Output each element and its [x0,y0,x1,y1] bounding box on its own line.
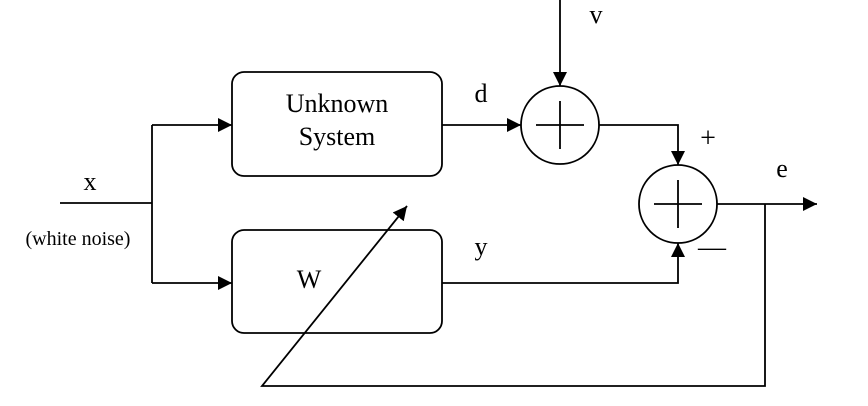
desired-label: d [475,79,488,108]
input-note: (white noise) [26,228,131,250]
input-label: x [84,167,97,196]
output-label: y [475,232,488,261]
plus-input-arrow [599,124,685,165]
noise-label: v [590,0,603,29]
unknown-system-label-line1: Unknown [286,89,389,118]
filter-label: W [297,265,322,294]
unknown-system-block [231,71,443,177]
adaptation-feedback-arrow [260,204,766,387]
plus-sign: + [700,123,716,154]
minus-sign: — [697,232,727,263]
filter-output-arrow [442,243,685,284]
error-label: e [776,154,788,183]
unknown-system-label-line2: System [299,122,376,151]
adaptive-filter-block [231,229,443,334]
